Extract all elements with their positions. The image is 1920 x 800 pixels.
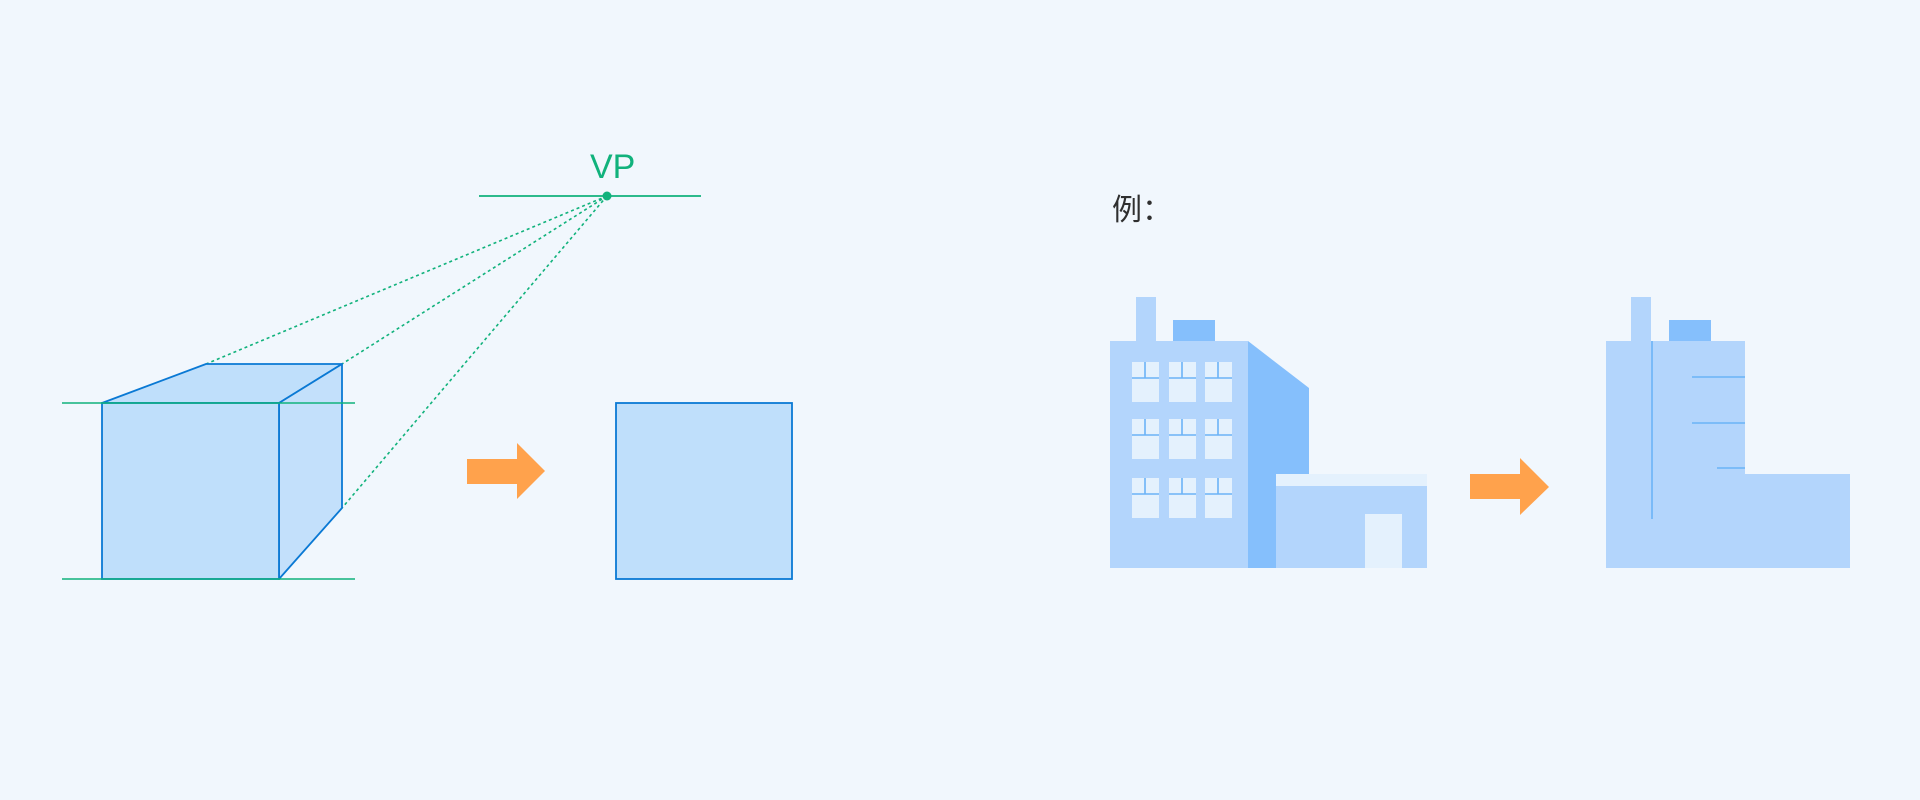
roof-block: [1173, 320, 1215, 342]
annex-roof: [1276, 474, 1427, 486]
chimney: [1631, 297, 1651, 342]
window-mullions: [1132, 362, 1232, 495]
flattened-building-icon: [1606, 297, 1850, 568]
example-label: 例：: [1112, 193, 1172, 228]
convergence-line: [341, 195, 608, 509]
chimney: [1136, 297, 1156, 342]
cube-front-face: [101, 402, 280, 580]
vanishing-point-label: VP: [590, 148, 635, 186]
flattened-square: [615, 402, 793, 580]
edge-hint-lines: [1651, 341, 1745, 519]
convergence-line: [205, 195, 608, 365]
annex: [1745, 474, 1850, 568]
transform-arrow-icon: [467, 443, 545, 499]
annex-door: [1365, 514, 1402, 568]
roof-block: [1669, 320, 1711, 342]
building-front: [1606, 341, 1745, 568]
building-icon: [1110, 297, 1427, 568]
cube-side-face: [278, 363, 343, 580]
transform-arrow-icon: [1470, 458, 1549, 515]
convergence-line: [341, 195, 608, 365]
annex: [1276, 474, 1427, 568]
perspective-cube-group: VP: [62, 148, 701, 580]
